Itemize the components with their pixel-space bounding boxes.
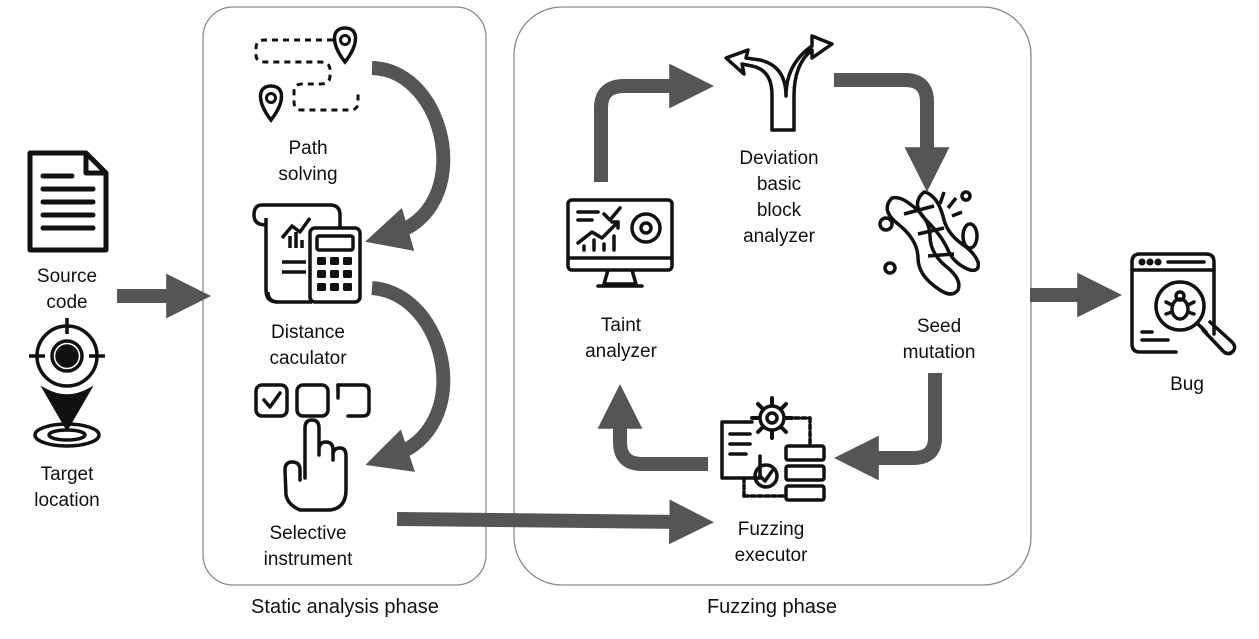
arrow-path-to-distance xyxy=(365,61,451,251)
arrow-deviation-to-seed xyxy=(834,73,950,192)
arrow-taint-to-deviation xyxy=(594,63,714,182)
map-route-icon xyxy=(254,26,360,123)
label-source-code: Source code xyxy=(36,266,98,313)
target-crosshair-icon xyxy=(29,318,105,448)
gear-flowchart-icon xyxy=(720,396,826,502)
arrow-executor-to-taint xyxy=(597,384,708,471)
label-seed-mutation: Seed mutation xyxy=(902,316,976,363)
document-icon xyxy=(27,150,109,253)
analytics-monitor-icon xyxy=(566,198,674,288)
label-bug: Bug xyxy=(1170,374,1204,395)
branch-arrows-icon xyxy=(724,34,834,132)
bug-search-icon xyxy=(1130,252,1237,356)
dna-icon xyxy=(878,190,981,296)
label-path-solving: Path solving xyxy=(278,138,338,185)
phase-fuzzing-title: Fuzzing phase xyxy=(706,596,838,618)
label-taint-analyzer: Taint analyzer xyxy=(585,315,657,362)
checkbox-hand-icon xyxy=(254,383,371,512)
calculator-receipt-icon xyxy=(252,203,362,304)
arrow-selective-to-executor xyxy=(396,499,714,545)
label-target-location: Target location xyxy=(34,464,100,511)
arrow-seed-to-executor xyxy=(834,373,942,481)
label-fuzzing-executor: Fuzzing executor xyxy=(734,519,808,566)
phase-static-title: Static analysis phase xyxy=(251,596,439,618)
label-distance-calculator: Distance caculator xyxy=(269,322,347,369)
label-selective-instrument: Selective instrument xyxy=(263,523,353,570)
label-deviation-analyzer: Deviation basic block analyzer xyxy=(739,148,819,247)
arrow-distance-to-selective xyxy=(365,281,451,472)
